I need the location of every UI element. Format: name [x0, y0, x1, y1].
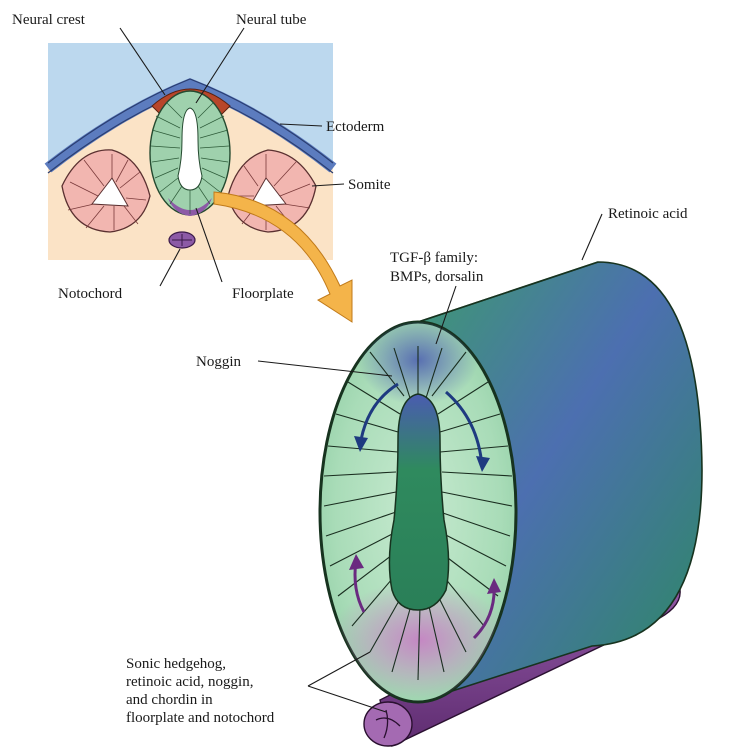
notochord-small	[169, 232, 195, 248]
noggin-label: Noggin	[196, 354, 242, 370]
sonic-label-line1: Sonic hedgehog,	[126, 656, 226, 672]
floorplate-label: Floorplate	[232, 286, 294, 302]
ectoderm-label: Ectoderm	[326, 119, 385, 135]
neural-crest-label: Neural crest	[12, 12, 86, 28]
retinoic-acid-label: Retinoic acid	[608, 206, 688, 222]
tube-lumen	[389, 394, 448, 610]
neural-tube-label: Neural tube	[236, 12, 307, 28]
sonic-label-line3: and chordin in	[126, 692, 213, 708]
bmps-dorsalin-label: BMPs, dorsalin	[390, 269, 484, 285]
sonic-label-line4: floorplate and notochord	[126, 710, 275, 726]
tgf-family-label: TGF-β family:	[390, 250, 478, 266]
sonic-label-line2: retinoic acid, noggin,	[126, 674, 253, 690]
notochord-label: Notochord	[58, 286, 123, 302]
somite-label: Somite	[348, 177, 391, 193]
